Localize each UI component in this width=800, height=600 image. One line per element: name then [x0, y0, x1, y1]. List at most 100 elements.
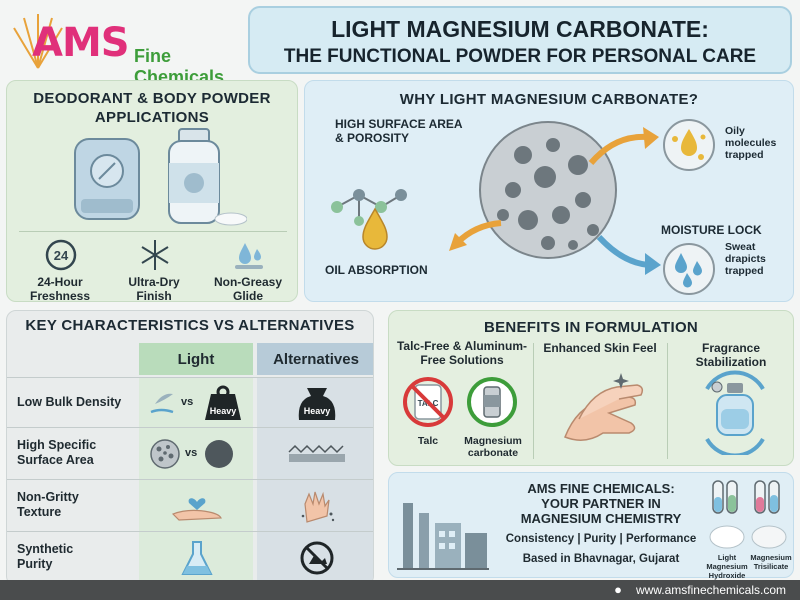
page-header: LIGHT MAGNESIUM CARBONATE: THE FUNCTIONA… — [248, 6, 792, 74]
surface-area-line1: HIGH SURFACE AREA — [335, 117, 463, 131]
skin-feel-heading: Enhanced Skin Feel — [543, 341, 657, 355]
sweat-line1: Sweat — [725, 241, 756, 253]
column-header-light: Light — [139, 343, 253, 375]
table-row: Non-Gritty Texture — [7, 479, 373, 531]
sweat-line2: drapicts — [725, 253, 766, 265]
product-trisilicate-line1: Magnesium — [750, 553, 792, 562]
sweat-droplets-icon — [663, 243, 715, 295]
globe-icon: ● — [614, 582, 622, 597]
characteristics-title: KEY CHARACTERISTICS VS ALTERNATIVES — [25, 317, 355, 334]
divider — [533, 343, 534, 459]
no-talc-icon: TALC — [403, 377, 453, 427]
hands-rubbing-icon — [564, 373, 644, 441]
brand-logo: AMS Fine Chemicals — [8, 8, 240, 87]
factory-icon — [397, 503, 489, 570]
gritty-hand-icon — [301, 491, 335, 523]
row-label-surface-area: High Specific Surface Area — [17, 438, 96, 468]
cell-light-texture — [139, 480, 253, 531]
dense-particle-icon — [205, 440, 233, 468]
product-hydroxide-label: Light Magnesium Hydroxide — [699, 553, 755, 580]
partner-heading: AMS FINE CHEMICALS: YOUR PARTNER IN MAGN… — [501, 481, 701, 526]
partner-line3: MAGNESIUM CHEMISTRY — [520, 511, 682, 526]
characteristics-panel: KEY CHARACTERISTICS VS ALTERNATIVES Ligh… — [6, 310, 374, 586]
product-trisilicate-line2: Trisilicate — [753, 562, 789, 571]
heavy-text-alt: Heavy — [304, 406, 331, 416]
oil-arrow-icon — [449, 220, 502, 251]
table-row: Low Bulk Density vs Heavy Heavy — [7, 377, 373, 427]
cell-light-surface-area: vs — [139, 428, 253, 479]
feather-hand-icon — [150, 393, 174, 414]
fragrance-heading: Fragrance Stabilization — [671, 341, 791, 369]
drops-icon — [235, 243, 263, 269]
feature-ultra-dry-line1: Ultra-Dry — [128, 275, 180, 289]
oily-line1: Oily — [725, 125, 745, 137]
row-label-purity-line1: Synthetic — [17, 542, 74, 556]
deodorant-stick-icon — [74, 138, 140, 220]
oily-line2: molecules — [725, 137, 777, 149]
deodorant-title-line2: APPLICATIONS — [94, 109, 210, 126]
partner-line2: YOUR PARTNER IN — [541, 496, 661, 511]
deodorant-title: DEODORANT & BODY POWDER APPLICATIONS — [7, 89, 297, 127]
product-hydroxide-line2: Hydroxide — [708, 571, 746, 580]
magnesium-carbonate-icon — [467, 377, 517, 427]
row-label-purity: Synthetic Purity — [17, 542, 73, 572]
why-panel: WHY LIGHT MAGNESIUM CARBONATE? HIGH SURF… — [304, 80, 794, 302]
product-hydroxide-line1: Light Magnesium — [706, 553, 748, 571]
heavy-sack-icon: Heavy — [298, 388, 336, 420]
magnesium-carbonate-label: Magnesium carbonate — [461, 435, 525, 459]
hydroxide-powder-icon — [709, 525, 745, 549]
table-row: Synthetic Purity — [7, 531, 373, 585]
powder-bottle-icon — [168, 128, 247, 226]
oily-arrow-icon — [588, 127, 659, 165]
row-label-surface-area-line2: Surface Area — [17, 453, 94, 467]
cell-light-purity — [139, 532, 253, 585]
divider — [19, 231, 287, 232]
why-title: WHY LIGHT MAGNESIUM CARBONATE? — [399, 91, 699, 108]
perfume-bottle-icon — [705, 370, 765, 455]
page-title: LIGHT MAGNESIUM CARBONATE: — [331, 16, 709, 42]
product-trisilicate-label: Magnesium Trisilicate — [749, 553, 793, 571]
oily-molecules-icon — [663, 119, 715, 171]
surface-area-line2: & POROSITY — [335, 131, 410, 145]
oily-line3: trapped — [725, 149, 764, 161]
porous-particle-icon — [150, 439, 180, 469]
row-label-bulk-density: Low Bulk Density — [17, 395, 122, 409]
partner-line1: AMS FINE CHEMICALS: — [527, 481, 675, 496]
sweat-droplets-label: Sweat drapicts trapped — [725, 241, 766, 277]
partner-panel: AMS FINE CHEMICALS: YOUR PARTNER IN MAGN… — [388, 472, 794, 580]
partner-location: Based in Bhavnagar, Gujarat — [522, 553, 680, 565]
deodorant-panel: DEODORANT & BODY POWDER APPLICATIONS 24 … — [6, 80, 298, 303]
porous-sphere-icon — [479, 121, 617, 259]
benefits-panel: BENEFITS IN FORMULATION Talc-Free & Alum… — [388, 310, 794, 466]
cell-alt-purity — [257, 532, 373, 585]
talc-free-line1: Talc-Free & Aluminum- — [396, 339, 527, 353]
website-link[interactable]: www.amsfinechemicals.com — [635, 583, 786, 597]
feature-ultra-dry: Ultra-Dry Finish — [109, 275, 199, 303]
talc-label: Talc — [417, 435, 439, 447]
heavy-text-light: Heavy — [210, 406, 237, 416]
no-impurities-icon — [300, 541, 334, 575]
heavy-weight-icon: Heavy — [205, 385, 241, 420]
logo-ams-text: AMS — [32, 20, 130, 66]
oily-molecules-label: Oily molecules trapped — [725, 125, 776, 161]
feature-non-greasy-line2: Glide — [232, 289, 263, 303]
feature-non-greasy: Non-Greasy Glide — [203, 275, 293, 303]
sweat-line3: trapped — [725, 265, 764, 277]
moisture-lock-label: MOISTURE LOCK — [661, 223, 762, 237]
talc-free-line2: Free Solutions — [420, 353, 504, 367]
molecule-icon — [331, 189, 407, 226]
divider — [667, 343, 668, 459]
trisilicate-powder-icon — [751, 525, 787, 549]
deodorant-title-line1: DEODORANT & BODY POWDER — [33, 90, 271, 107]
cell-alt-texture — [257, 480, 373, 531]
fragrance-line2: Stabilization — [695, 355, 767, 369]
feature-ultra-dry-line2: Finish — [136, 289, 172, 303]
clock-number: 24 — [54, 248, 69, 263]
magnesium-line2: carbonate — [467, 447, 519, 459]
row-label-texture: Non-Gritty Texture — [17, 490, 79, 520]
flask-icon — [181, 541, 213, 575]
magnesium-line1: Magnesium — [464, 435, 522, 447]
benefits-title: BENEFITS IN FORMULATION — [483, 319, 699, 336]
test-tubes-icon — [712, 480, 780, 514]
sunburst-icon — [13, 14, 63, 69]
